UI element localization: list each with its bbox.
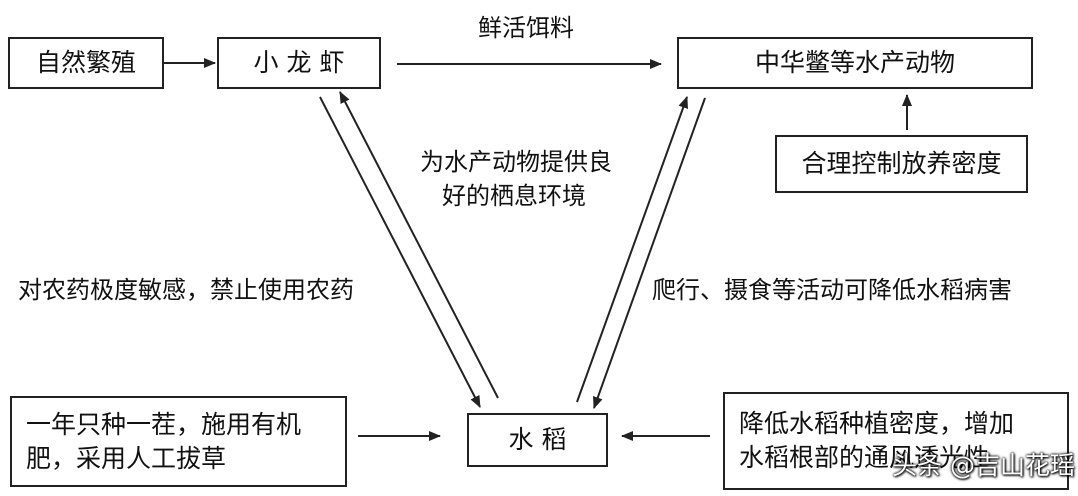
- watermark: 头条 @吉山花瑶: [892, 451, 1075, 480]
- node-crayfish: 小 龙 虾: [217, 37, 381, 89]
- node-planting-density: 降低水稻种植密度，增加 水稻根部的通风透光性: [723, 392, 1069, 490]
- node-planting-density-line1: 降低水稻种植密度，增加: [739, 409, 1015, 439]
- edge-label-pesticide: 对农药极度敏感，禁止使用农药: [18, 276, 354, 304]
- node-crayfish-label: 小 龙 虾: [253, 48, 345, 78]
- edge-label-habitat-line1: 为水产动物提供良: [420, 148, 612, 176]
- node-natural-breeding-label: 自然繁殖: [35, 48, 136, 78]
- node-rice-label: 水 稻: [508, 425, 567, 455]
- node-organic-farming: 一年只种一茬，施用有机 肥，采用人工拔草: [10, 396, 347, 487]
- arrow-rice-to-crayfish: [339, 91, 499, 399]
- edge-label-disease: 爬行、摄食等活动可降低水稻病害: [652, 276, 1012, 304]
- node-organic-farming-line1: 一年只种一茬，施用有机: [26, 409, 302, 439]
- node-rice: 水 稻: [467, 413, 608, 467]
- node-density-control: 合理控制放养密度: [775, 135, 1028, 193]
- arrow-crayfish-to-rice: [319, 96, 481, 408]
- arrow-rice-to-turtle: [576, 96, 688, 403]
- node-planting-density-line2: 水稻根部的通风透光性: [739, 443, 990, 472]
- node-density-control-label: 合理控制放养密度: [801, 149, 1002, 179]
- node-softshell-turtle: 中华鳖等水产动物: [677, 37, 1033, 89]
- edge-label-habitat: 为水产动物提供良 好的栖息环境: [420, 146, 612, 213]
- node-softshell-turtle-label: 中华鳖等水产动物: [754, 48, 955, 78]
- node-organic-farming-line2: 肥，采用人工拔草: [26, 443, 227, 473]
- node-natural-breeding: 自然繁殖: [8, 37, 164, 89]
- edge-label-live-bait: 鲜活饵料: [478, 14, 574, 42]
- edge-label-habitat-line2: 好的栖息环境: [442, 181, 586, 210]
- arrow-turtle-to-rice: [593, 97, 706, 409]
